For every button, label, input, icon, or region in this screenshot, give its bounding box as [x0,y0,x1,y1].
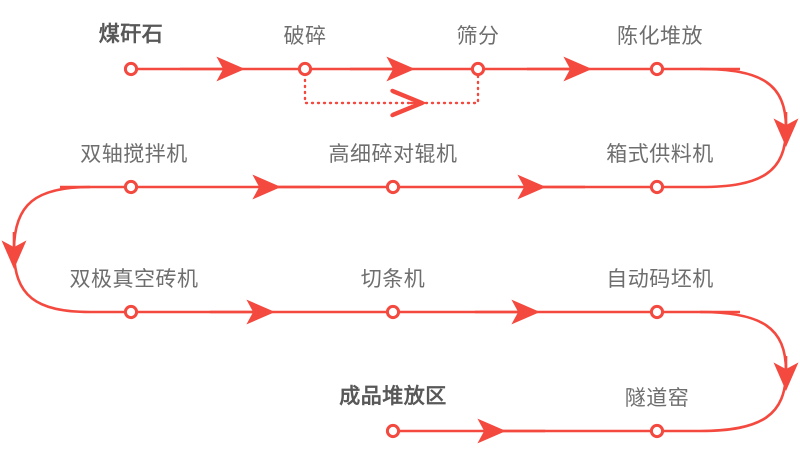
edge-uturn-left [12,185,91,314]
node-marker-posui[interactable] [297,61,313,77]
node-marker-chenhuaduifang[interactable] [649,61,665,77]
node-marker-qietiaoji[interactable] [385,304,401,320]
node-label-gaoxisuiduigunji: 高细碎对辊机 [328,143,458,166]
node-marker-shuangjizhenkongzhuanji[interactable] [123,304,139,320]
node-marker-shaifen[interactable] [470,61,486,77]
node-label-shaifen: 筛分 [456,25,500,48]
node-marker-zidongmapeiji[interactable] [649,304,665,320]
node-label-chengpinduifangqu: 成品堆放区 [339,385,447,408]
node-marker-chengpinduifangqu[interactable] [385,423,401,439]
node-label-chenhuaduifang: 陈化堆放 [617,25,703,48]
node-circles [123,61,665,439]
node-label-posui: 破碎 [283,25,327,48]
node-label-xiangshigongliaoji: 箱式供料机 [606,143,714,166]
feedback-loop-path [303,74,480,105]
node-label-zidongmapeiji: 自动码坯机 [606,268,714,291]
node-marker-xiangshigongliaoji[interactable] [649,179,665,195]
node-marker-gaoxisuiduigunji[interactable] [385,179,401,195]
node-marker-meiganshi[interactable] [123,61,139,77]
node-label-meiganshi: 煤矸石 [98,23,164,46]
node-marker-shuangzhoujiaobanji[interactable] [123,179,139,195]
node-label-shuangjizhenkongzhuanji: 双极真空砖机 [69,268,199,291]
edge-uturn-right-bottom [699,310,788,433]
node-label-qietiaoji: 切条机 [360,268,426,291]
edge-uturn-right-top [699,67,788,189]
node-label-shuangzhoujiaobanji: 双轴搅拌机 [80,143,188,166]
node-marker-suidaoyao[interactable] [649,423,665,439]
node-label-suidaoyao: 隧道窑 [624,387,690,410]
